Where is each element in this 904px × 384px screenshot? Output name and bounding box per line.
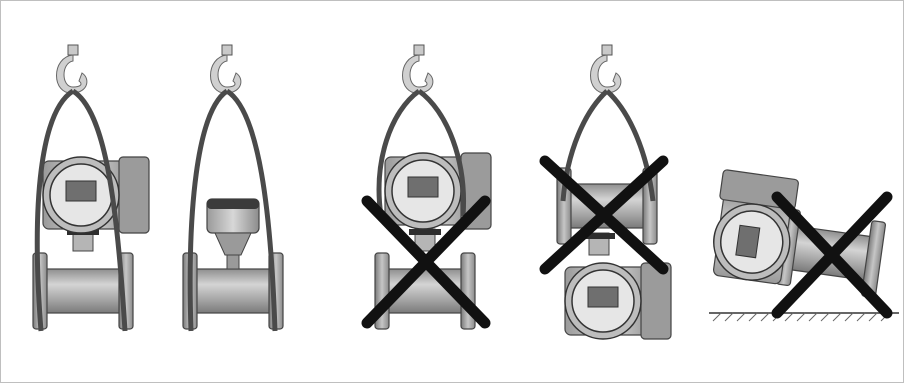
tilted-flowmeter (709, 169, 890, 297)
floor-hatch (713, 313, 889, 321)
crane-hook-icon (403, 45, 433, 93)
panel-incorrect-inverted (545, 45, 671, 339)
panel-correct-remote (183, 45, 283, 331)
transmitter-housing (565, 263, 671, 339)
transmitter-housing (43, 157, 149, 233)
panel-incorrect-housing (367, 45, 491, 329)
panel-correct-compact (33, 45, 149, 331)
crane-hook-icon (211, 45, 241, 93)
junction-box (207, 199, 259, 269)
crane-hook-icon (57, 45, 87, 93)
crane-hook-icon (591, 45, 621, 93)
panel-incorrect-tilted (709, 169, 899, 321)
